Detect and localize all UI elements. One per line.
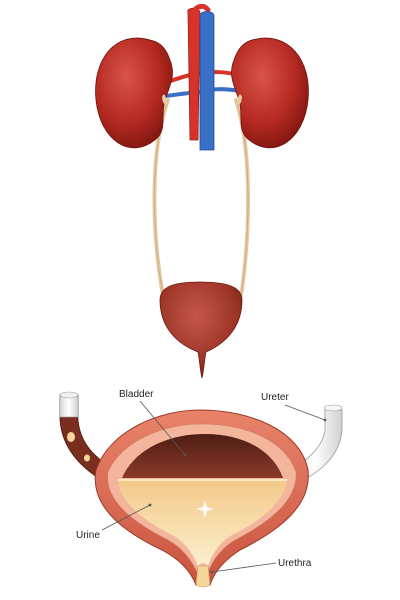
bladder-urine [118,480,287,566]
left-kidney [95,37,173,149]
right-kidney-pelvis [236,94,242,105]
urine-sparkle [196,500,214,518]
urine-drop-1 [67,432,75,442]
urethra [195,565,211,588]
label-urethra: Urethra [278,558,312,569]
label-ureter: Ureter [261,392,289,403]
left-kidney-pelvis [162,94,168,105]
left-ureter-rim [59,391,79,399]
leader-bladder [139,400,186,456]
leader-urine [101,504,151,531]
small-bladder [159,281,243,379]
aorta-branch [191,3,211,15]
leader-urine-dot [148,503,152,507]
bladder-lumen [122,434,283,478]
leader-bladder-dot [183,453,187,457]
aorta [187,7,201,141]
leader-ureter [284,404,326,421]
right-kidney [231,37,309,149]
leader-ureter-dot [323,418,327,422]
label-urine: Urine [76,530,100,541]
right-ureter-rim [323,404,343,412]
leader-urethra-dot [210,570,214,574]
label-bladder: Bladder [119,389,154,400]
urine-drop-2 [84,454,90,462]
vena-cava [199,11,215,151]
upper-urinary-system [95,3,309,379]
leader-urethra [211,562,277,573]
bladder-cross-section [59,391,343,588]
labels: Bladder Ureter Urine Urethra [76,389,327,574]
